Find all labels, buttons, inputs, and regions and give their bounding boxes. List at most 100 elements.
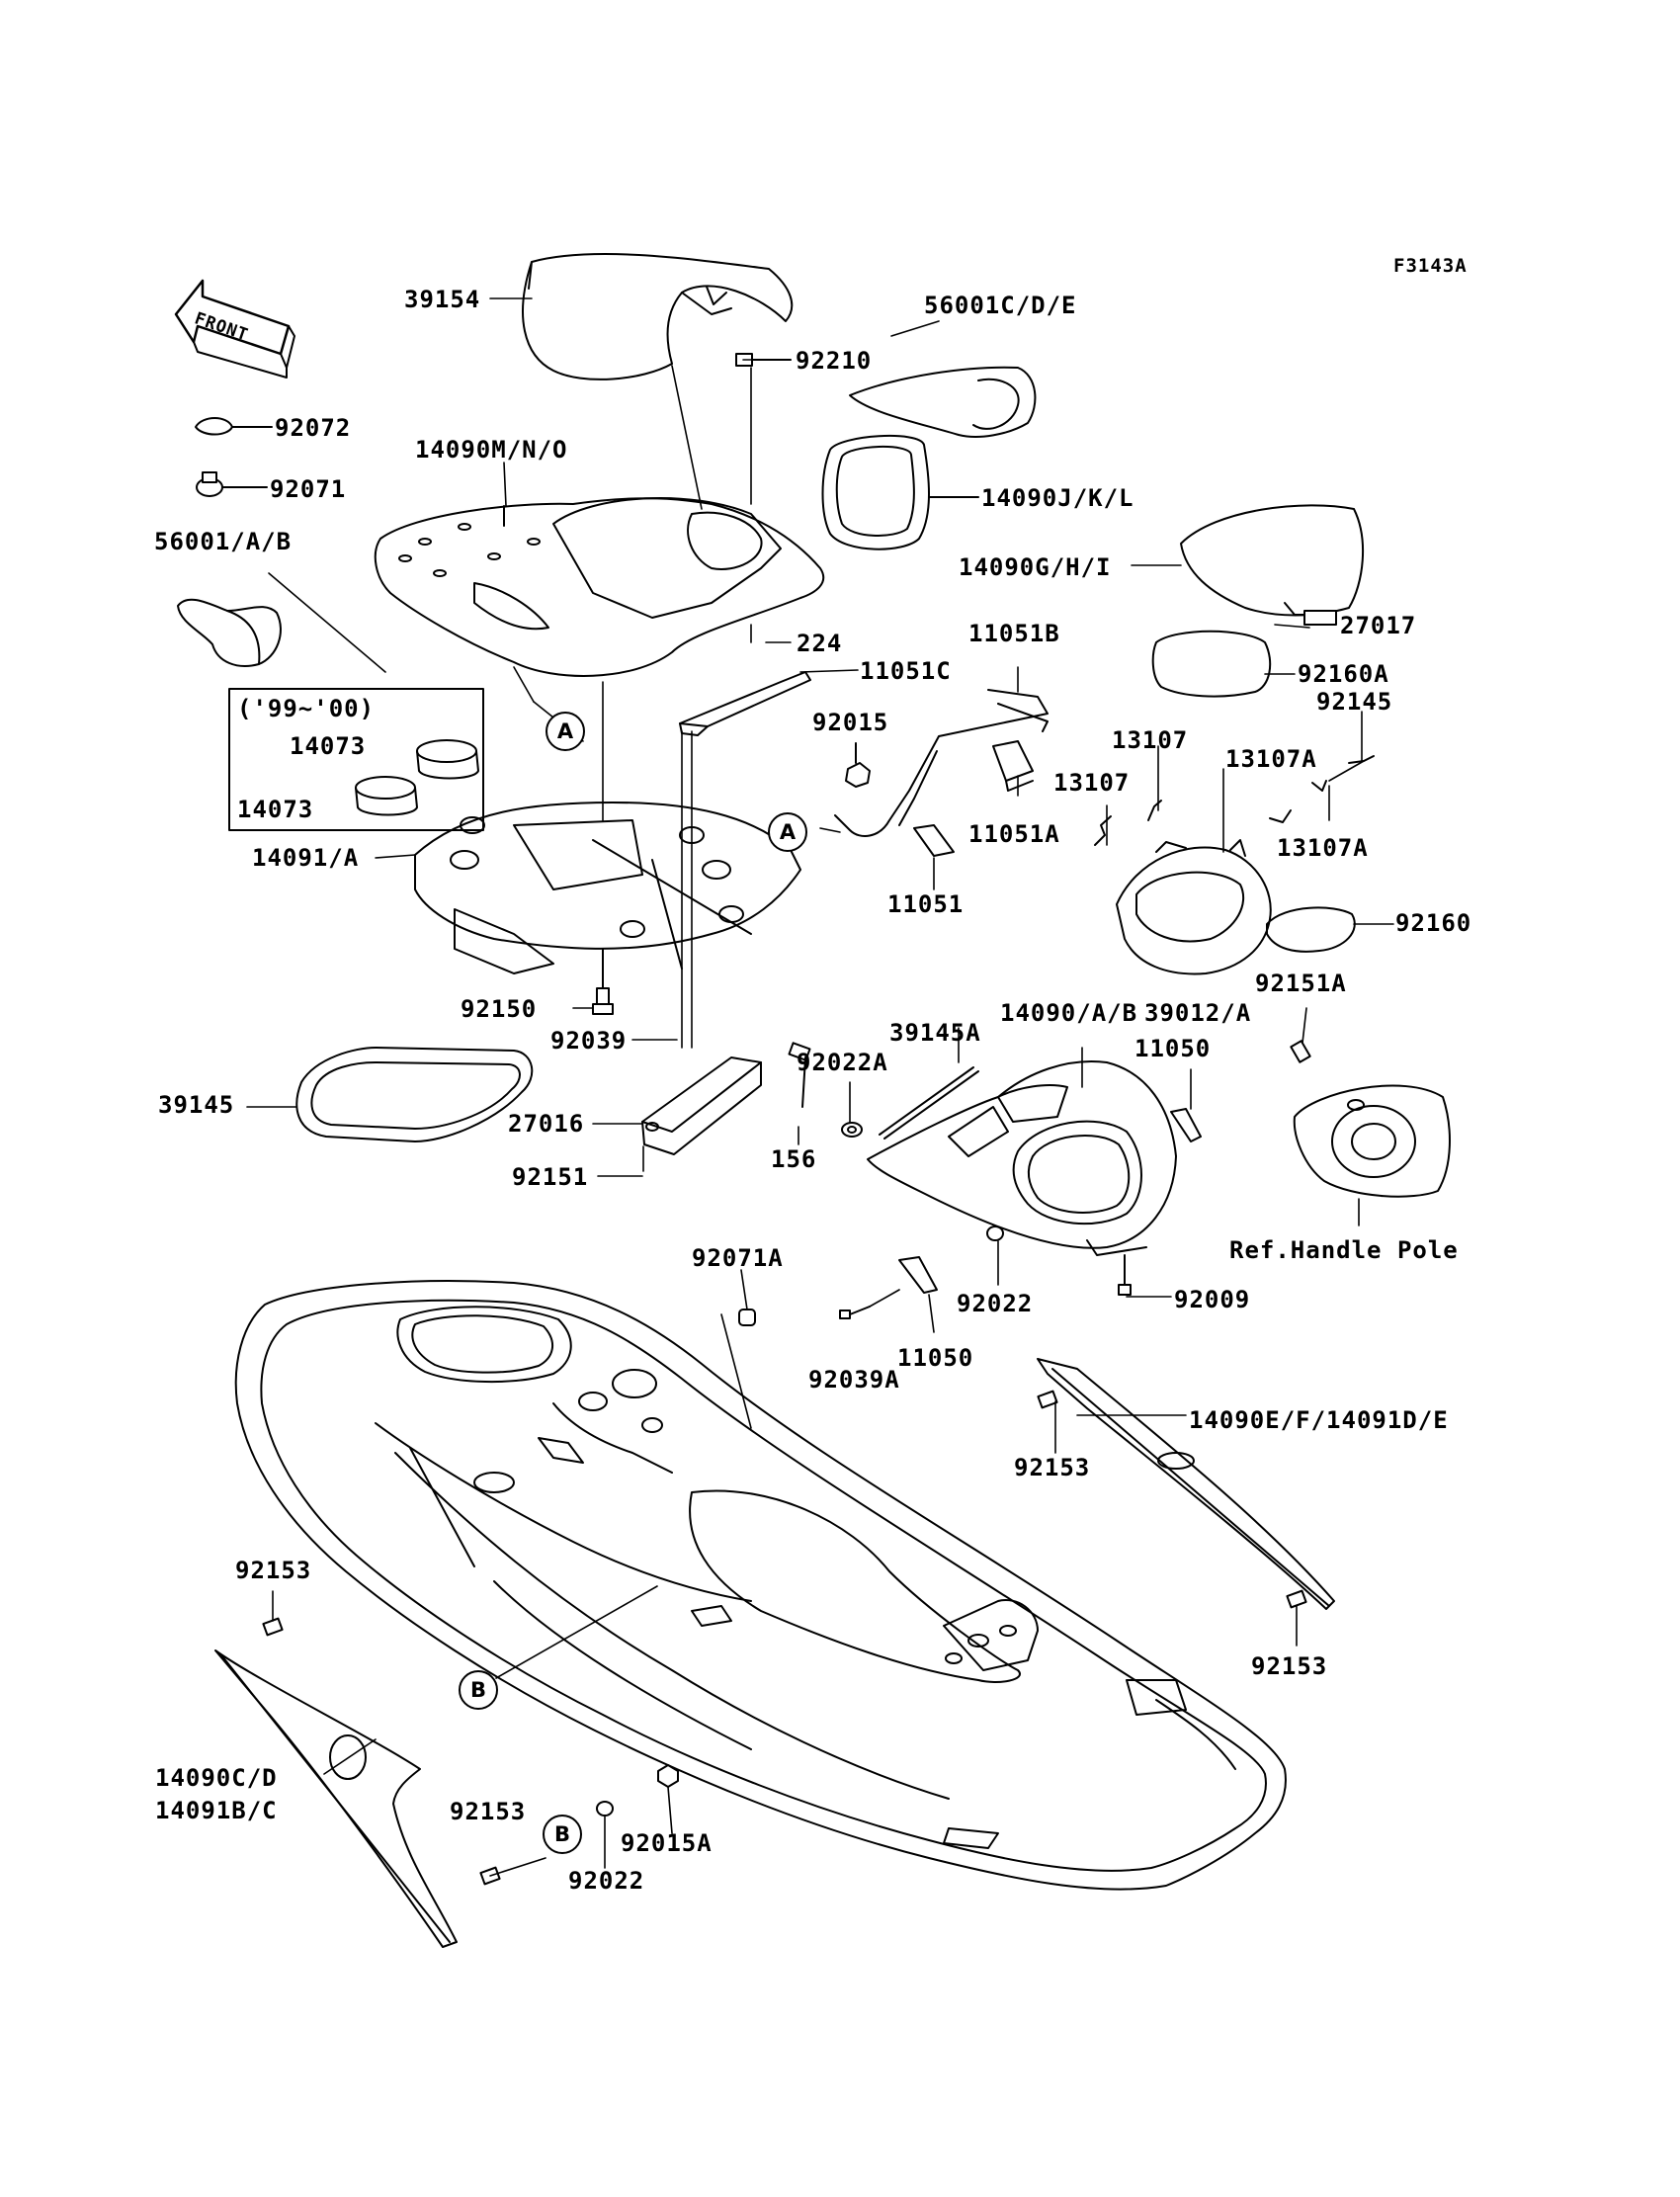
year-note: ('99~'00) [237,695,376,722]
part-11050-bracket [899,1109,1201,1293]
label-11051: 11051 [887,890,965,918]
front-arrow-icon [176,281,294,378]
label-13107-a: 13107 [1112,726,1189,754]
label-92153-d: 92153 [450,1798,527,1825]
part-14090ef-trim [1038,1359,1334,1609]
label-92072: 92072 [275,414,352,442]
part-56001ab-mirror [178,600,281,666]
part-11051-bracket [914,825,954,856]
label-13107A-1: 13107A [1225,745,1317,773]
label-11050-b: 11050 [897,1344,974,1372]
label-92160a: 92160A [1298,660,1389,688]
part-92153-bolts [263,1392,1305,1885]
label-92151a: 92151A [1255,970,1347,997]
label-27017: 27017 [1340,612,1417,639]
label-92153-b: 92153 [235,1557,312,1584]
label-11051c: 11051C [860,657,952,685]
part-39145-gasket [296,1048,532,1141]
part-14090ab-cover [868,1061,1176,1255]
part-92151a-bolt [1291,1041,1309,1062]
label-39154: 39154 [404,286,481,313]
label-27016: 27016 [508,1110,585,1138]
part-92150-bolt [593,988,613,1014]
callout-a-lower: A [768,812,807,852]
label-92015a: 92015A [621,1829,713,1857]
label-14090ef: 14090E/F/14091D/E [1189,1406,1449,1434]
label-39012a: 39012/A [1144,999,1252,1027]
label-92071: 92071 [270,475,347,503]
part-14073-ring [356,740,478,815]
label-92071a: 92071A [692,1244,784,1272]
label-14090ab: 14090/A/B [1000,999,1138,1027]
label-92022a: 92022A [797,1049,888,1076]
part-14090ghi-pad [1181,505,1363,625]
handle-pole-plate [1295,1086,1450,1197]
label-14090ghi: 14090G/H/I [959,553,1112,581]
part-92022-washer-b [597,1802,613,1816]
part-11051c-bracket [680,672,810,735]
label-39145a: 39145A [889,1019,981,1047]
label-92160: 92160 [1395,909,1472,937]
ref-handle-pole: Ref.Handle Pole [1229,1236,1459,1264]
part-14090cd-trim [215,1650,457,1947]
label-92039a: 92039A [808,1366,900,1394]
part-92022a-washer [842,1123,862,1137]
callout-b-hull: B [459,1670,498,1710]
part-14090mno-cover [376,498,823,676]
label-11051a: 11051A [968,820,1060,848]
part-92009-bolt [1119,1255,1131,1295]
part-39145a-rod [880,1067,978,1139]
label-14091a: 14091/A [252,844,360,872]
year-note-box [229,689,483,830]
label-92151: 92151 [512,1163,589,1191]
part-92160a-pad [1153,632,1270,697]
part-92039a-pin [840,1307,870,1318]
part-92022-washer [987,1226,1003,1240]
part-92015a-nut [658,1765,678,1787]
part-92015-nut [846,763,870,787]
label-11051b: 11051B [968,620,1060,647]
label-92153-a: 92153 [1014,1454,1091,1481]
label-92150: 92150 [461,995,538,1023]
part-27016-bracket [642,1057,761,1154]
part-39012a-grip [1117,840,1271,973]
part-14091a-tray [415,803,800,973]
label-14090mno: 14090M/N/O [415,436,568,464]
label-56001ab: 56001/A/B [154,528,293,555]
label-156: 156 [771,1145,817,1173]
part-39154-cowl [523,254,792,380]
part-11051a-clip [993,741,1033,791]
part-11051b-bracket [835,690,1048,836]
callout-b-lower: B [543,1815,582,1854]
part-hull [236,1281,1286,1890]
leader-lines [247,298,1393,1876]
label-92022-b: 92022 [957,1290,1034,1317]
label-92009: 92009 [1174,1286,1251,1313]
label-92145: 92145 [1316,688,1393,716]
part-56001cde-mirror [850,368,1035,437]
label-224: 224 [797,630,843,657]
label-13107-b: 13107 [1053,769,1131,797]
label-56001cde: 56001C/D/E [924,292,1077,319]
label-11050-a: 11050 [1134,1035,1212,1062]
callout-a-upper: A [546,712,585,751]
label-14090jkl: 14090J/K/L [981,484,1134,512]
label-13107A-2: 13107A [1277,834,1369,862]
figure-code: F3143A [1393,255,1468,277]
label-39145: 39145 [158,1091,235,1119]
label-14073-b: 14073 [237,796,314,823]
label-14091bc: 14091B/C [155,1797,278,1824]
part-92071-grommet [197,472,267,496]
label-14073-a: 14073 [290,732,367,760]
part-92071a-grommet [739,1310,755,1325]
part-156-bolt [789,1043,809,1107]
label-14090cd: 14090C/D [155,1764,278,1792]
label-92210: 92210 [796,347,873,375]
label-92153-c: 92153 [1251,1652,1328,1680]
part-14090jkl-pad [823,436,979,549]
part-92072-clip [196,418,272,435]
part-92160-pad [1267,907,1355,951]
label-92039: 92039 [550,1027,628,1055]
label-92022-c: 92022 [568,1867,645,1895]
